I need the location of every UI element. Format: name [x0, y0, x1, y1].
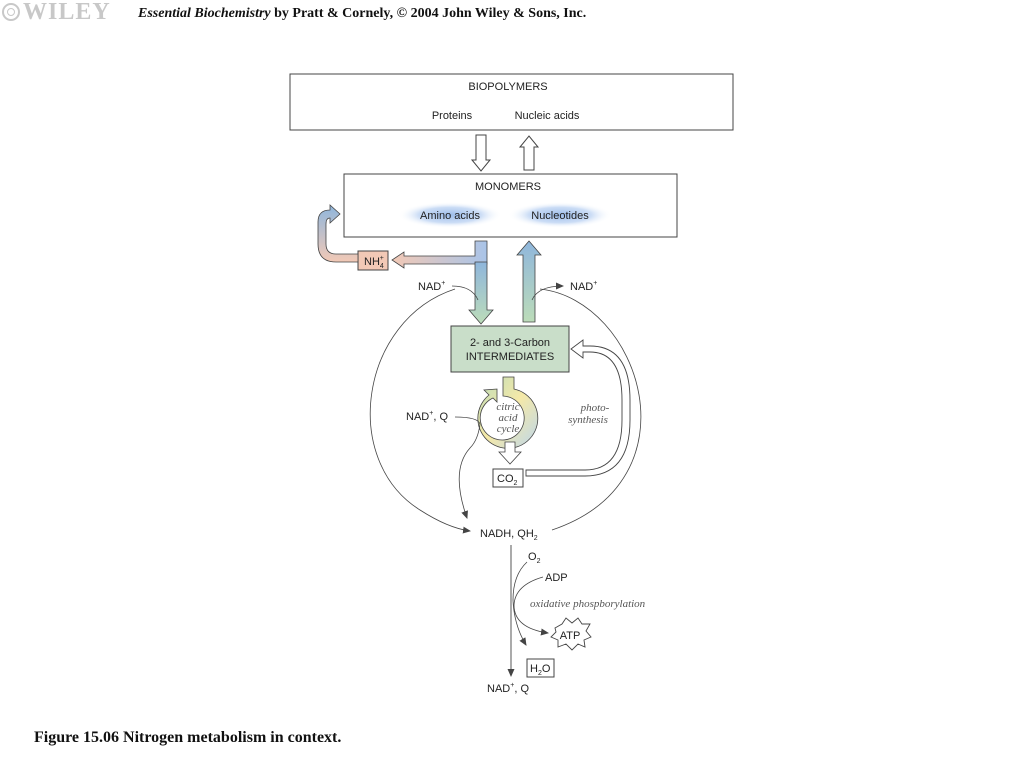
- figure-caption: Figure 15.06 Nitrogen metabolism in cont…: [34, 729, 342, 746]
- o2-curve: [512, 561, 528, 646]
- nitrogen-recycle-arrow: [317, 204, 359, 263]
- nucleotides-label: Nucleotides: [531, 210, 589, 222]
- monomers-box: MONOMERS Amino acids Nucleotides: [343, 173, 678, 238]
- nh4-label: NH4+: [364, 255, 384, 270]
- amino-acids-label: Amino acids: [420, 210, 480, 222]
- cycle-to-co2-arrow: [498, 441, 522, 465]
- biopolymers-box: BIOPOLYMERS Proteins Nucleic acids: [289, 73, 734, 131]
- adp-label: ADP: [545, 572, 568, 584]
- cycle-label-2: acid: [499, 412, 518, 424]
- oxphos-label: oxidative phospborylation: [530, 598, 646, 610]
- adp-curve: [513, 576, 549, 636]
- nad-q-bottom-label: NAD+, Q: [487, 682, 529, 695]
- nh4-box: NH4+: [357, 250, 389, 271]
- atp-label: ATP: [560, 630, 581, 642]
- book-credit: by Pratt & Cornely, © 2004 John Wiley & …: [270, 6, 587, 21]
- nad-right-label: NAD+: [570, 280, 597, 293]
- atp-burst: ATP: [550, 617, 592, 651]
- wiley-logo: WILEY: [2, 0, 111, 25]
- monomer-anabolism-arrow: [516, 240, 542, 323]
- monomer-catabolism-arrow: [468, 261, 494, 325]
- biopolymer-breakdown-arrow: [470, 134, 492, 172]
- intermediates-box: 2- and 3-Carbon INTERMEDIATES: [450, 325, 570, 373]
- wiley-logo-mark-icon: [2, 3, 20, 21]
- nucleotides-highlight: [508, 202, 612, 228]
- atp-burst-shape: [550, 617, 592, 651]
- o2-label: O2: [528, 551, 541, 565]
- wiley-logo-text: WILEY: [23, 0, 111, 25]
- book-title: Essential Biochemistry: [138, 6, 271, 21]
- nadh-qh2-label: NADH, QH2: [480, 528, 538, 542]
- h2o-box: H2O: [526, 658, 555, 678]
- cycle-label-1: citric: [496, 401, 519, 413]
- photosynthesis-label-2: synthesis: [568, 414, 608, 426]
- monomers-title: MONOMERS: [475, 181, 541, 193]
- cycle-label-3: cycle: [497, 423, 520, 435]
- left-reduction-curve: [369, 288, 471, 534]
- intermediates-line1: 2- and 3-Carbon: [470, 337, 550, 349]
- nad-left-label: NAD+: [418, 280, 445, 293]
- photosynthesis-label-1: photo-: [580, 402, 610, 414]
- nad-left-curve: [451, 285, 479, 301]
- nad-q-label: NAD+, Q: [406, 410, 448, 423]
- biopolymer-synthesis-arrow: [518, 135, 540, 171]
- nh4-release-arrow: [391, 240, 488, 269]
- h2o-label: H2O: [530, 663, 551, 677]
- nad-q-curve: [454, 416, 481, 519]
- amino-acids-highlight: [398, 202, 502, 228]
- biopolymers-title: BIOPOLYMERS: [468, 81, 547, 93]
- cycle-ring: [477, 376, 539, 449]
- right-oxidation-curve: [539, 288, 642, 531]
- photosynthesis-arrow: [525, 339, 631, 477]
- proteins-label: Proteins: [432, 110, 473, 122]
- intermediates-line2: INTERMEDIATES: [466, 351, 554, 363]
- citric-acid-cycle: citric acid cycle: [477, 376, 539, 465]
- nucleic-acids-label: Nucleic acids: [515, 110, 580, 122]
- co2-label: CO2: [497, 473, 518, 487]
- page-header: Essential Biochemistry by Pratt & Cornel…: [138, 6, 586, 22]
- co2-box: CO2: [492, 468, 524, 488]
